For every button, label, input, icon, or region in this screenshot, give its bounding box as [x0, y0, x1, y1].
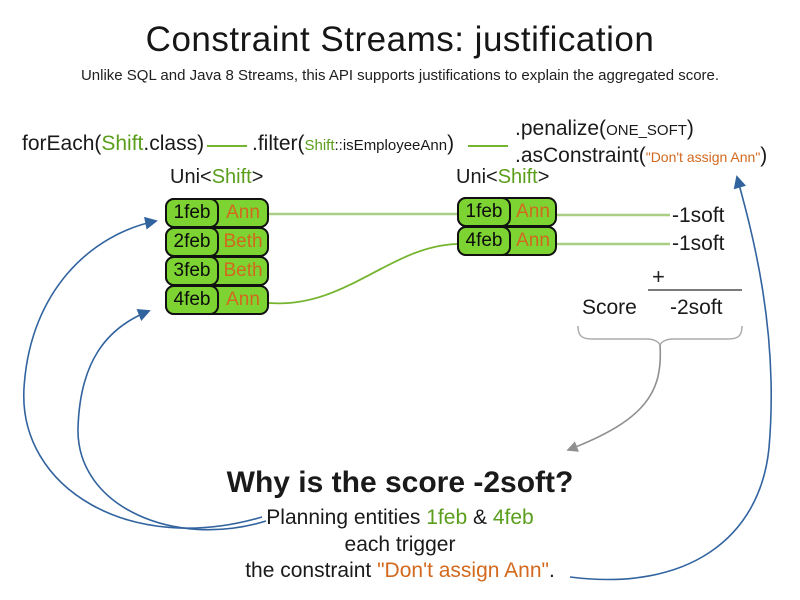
code-asconstraint-arg: "Don't assign Ann": [645, 149, 761, 165]
line1-entity2: 4feb: [492, 506, 534, 529]
table-row: 1feb Ann: [457, 197, 557, 227]
right-type-pre: Uni<: [456, 166, 498, 188]
arrow-to-constraint: [569, 175, 772, 581]
score-underbrace: [577, 325, 743, 347]
left-type-arg: Shift: [211, 166, 252, 188]
left-type-post: >: [251, 166, 264, 188]
left-stream-table: 1feb Ann 2feb Beth 3feb Beth 4feb Ann: [165, 198, 269, 315]
subtitle: Unlike SQL and Java 8 Streams, this API …: [80, 67, 720, 84]
table-row: 3feb Beth: [165, 256, 269, 286]
table-row: 2feb Beth: [165, 227, 269, 257]
date-cell: 4feb: [457, 226, 511, 256]
date-cell: 4feb: [165, 285, 219, 315]
right-type-arg: Shift: [497, 166, 538, 188]
explanation-line-2: each trigger: [344, 533, 456, 556]
code-asconstraint-pre: .asConstraint(: [515, 144, 646, 167]
score-value: -2soft: [670, 296, 723, 319]
employee-cell: Ann: [226, 289, 260, 310]
table-row: 1feb Ann: [165, 198, 269, 228]
line3-post: .: [548, 559, 555, 582]
code-penalize-pre: .penalize(: [515, 117, 607, 140]
explanation-line-3: the constraint "Don't assign Ann".: [0, 559, 800, 583]
code-asconstraint: .asConstraint("Don't assign Ann"): [515, 144, 767, 168]
left-type-label: Uni<Shift>: [170, 166, 263, 189]
code-penalize-post: ): [686, 117, 694, 140]
explanation-line-1: Planning entities 1feb & 4feb: [0, 506, 800, 530]
employee-cell: Ann: [516, 230, 550, 251]
table-row: 4feb Ann: [457, 226, 557, 256]
arrow-to-4feb: [77, 309, 267, 531]
right-type-post: >: [537, 166, 550, 188]
employee-cell: Ann: [226, 202, 260, 223]
penalty-2: -1soft: [672, 232, 725, 255]
code-filter-method: ::isEmployeeAnn: [334, 137, 448, 154]
code-filter-class: Shift: [304, 137, 335, 154]
table-row: 4feb Ann: [165, 285, 269, 315]
why-heading: Why is the score -2soft?: [226, 466, 574, 499]
date-cell: 1feb: [165, 198, 219, 228]
date-cell: 3feb: [165, 256, 219, 286]
link-4feb: [268, 243, 458, 305]
right-stream-table: 1feb Ann 4feb Ann: [457, 197, 557, 256]
line3-pre: the constraint: [245, 559, 378, 582]
date-cell: 2feb: [165, 227, 219, 257]
score-label: Score: [582, 296, 637, 319]
code-filter-post: ): [447, 132, 455, 155]
code-foreach-post: .class): [143, 132, 205, 155]
code-penalize-arg: ONE_SOFT: [606, 122, 687, 139]
code-foreach-pre: forEach(: [22, 132, 102, 155]
code-asconstraint-post: ): [760, 144, 768, 167]
penalty-1: -1soft: [672, 204, 725, 227]
code-foreach: forEach(Shift.class): [22, 132, 204, 156]
left-type-pre: Uni<: [170, 166, 212, 188]
line1-amp: &: [467, 506, 493, 529]
employee-cell: Beth: [223, 231, 263, 252]
date-cell: 1feb: [457, 197, 511, 227]
code-foreach-class: Shift: [101, 132, 144, 155]
page-title: Constraint Streams: justification: [145, 20, 655, 59]
employee-cell: Ann: [516, 201, 550, 222]
code-filter: .filter(Shift::isEmployeeAnn): [252, 132, 454, 156]
arrow-to-1feb: [23, 216, 263, 529]
line3-constraint: "Don't assign Ann": [377, 559, 549, 582]
right-type-label: Uni<Shift>: [456, 166, 549, 189]
score-to-why-arrow: [566, 344, 662, 452]
employee-cell: Beth: [223, 260, 263, 281]
plus-sign: +: [652, 264, 665, 289]
code-penalize: .penalize(ONE_SOFT): [515, 117, 694, 141]
code-filter-pre: .filter(: [252, 132, 305, 155]
line1-pre: Planning entities: [266, 506, 427, 529]
line1-entity1: 1feb: [426, 506, 468, 529]
